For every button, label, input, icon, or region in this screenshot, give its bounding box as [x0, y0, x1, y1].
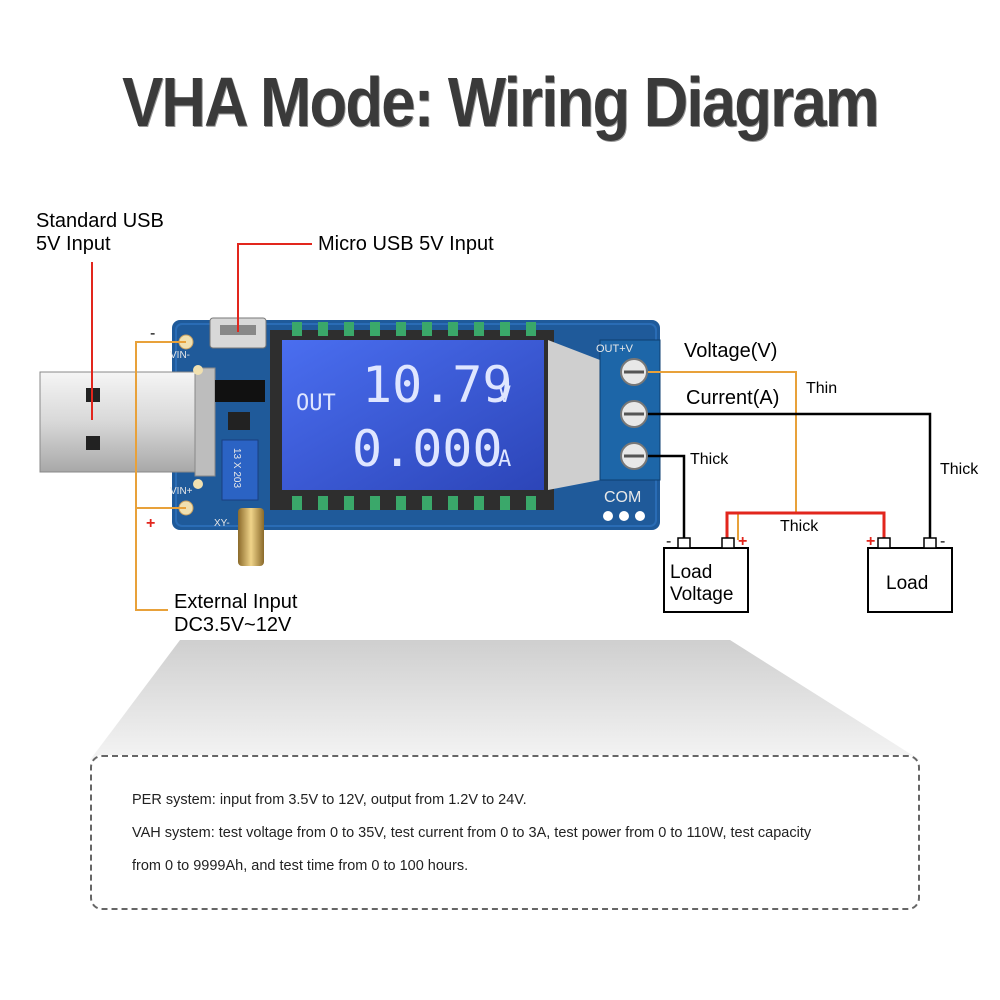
note-vah-2: from 0 to 9999Ah, and test time from 0 t… — [132, 858, 469, 874]
current-label: Current(A) — [686, 387, 780, 409]
external-input-label: External Input DC3.5V~12V — [174, 591, 298, 636]
silk-com: COM — [604, 489, 641, 506]
silk-vin-plus: VIN+ — [170, 486, 193, 497]
load-plus: + — [866, 533, 875, 550]
micro-usb-label: Micro USB 5V Input — [318, 233, 494, 255]
spec-notes-box: PER system: input from 3.5V to 12V, outp… — [90, 755, 920, 910]
pot-marking: 13 X 203 — [231, 448, 242, 488]
usb-plug — [39, 371, 199, 473]
load-box — [867, 547, 953, 613]
load-text: Load — [886, 573, 929, 594]
thick-label-current: Thick — [940, 461, 979, 478]
silk-vin-minus: VIN- — [170, 350, 190, 361]
load-voltage-box — [663, 547, 749, 613]
lcd-voltage-readout: 10.79 — [362, 356, 513, 414]
lcd-screen — [282, 340, 544, 490]
floor-shadow — [90, 640, 920, 760]
input-plus-sign: + — [146, 515, 155, 532]
thick-label-com: Thick — [690, 451, 729, 468]
load-voltage-plus: + — [738, 533, 747, 550]
lcd-voltage-unit: V — [498, 383, 511, 408]
silk-xy: XY- — [214, 518, 230, 529]
standard-usb-label: Standard USB 5V Input — [36, 210, 164, 255]
load-voltage-text: Load Voltage — [670, 562, 734, 605]
note-vah-1: VAH system: test voltage from 0 to 35V, … — [132, 825, 812, 841]
thin-label: Thin — [806, 380, 838, 397]
load-minus: - — [940, 533, 945, 550]
lcd-current-unit: A — [498, 447, 511, 472]
silk-out: OUT+V — [596, 343, 634, 355]
input-minus-sign: - — [150, 325, 155, 342]
voltage-label: Voltage(V) — [684, 340, 778, 362]
thick-label-red: Thick — [780, 518, 819, 535]
note-per: PER system: input from 3.5V to 12V, outp… — [132, 792, 527, 808]
lcd-current-readout: 0.000 — [352, 420, 503, 478]
lcd-out-label: OUT — [296, 391, 336, 416]
potentiometer-shaft — [238, 508, 264, 566]
page-title: VHA Mode: Wiring Diagram — [122, 63, 880, 141]
load-voltage-minus: - — [666, 533, 671, 550]
